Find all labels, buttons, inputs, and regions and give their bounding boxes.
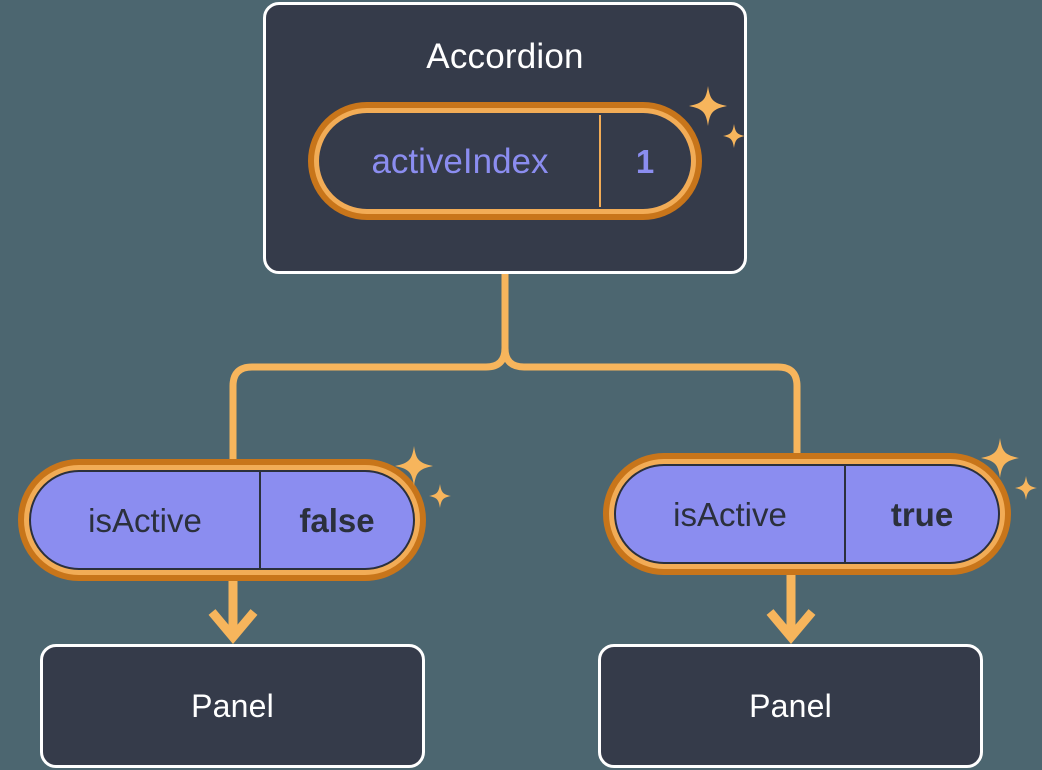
arrow-down-icon-right: [766, 609, 816, 644]
state-pill-is-active-true[interactable]: isActive true: [603, 453, 1011, 575]
component-card-panel-right[interactable]: Panel: [598, 644, 983, 768]
state-pill-inner: isActive false: [29, 470, 415, 570]
state-pill-inner: isActive true: [614, 464, 1000, 564]
component-title-accordion: Accordion: [426, 37, 584, 76]
state-pill-inner: activeIndex 1: [319, 113, 691, 209]
connector-branch-left: [229, 344, 509, 466]
prop-key-label: isActive: [616, 466, 846, 562]
component-card-panel-left[interactable]: Panel: [40, 644, 425, 768]
component-title-panel-left: Panel: [191, 688, 274, 724]
arrow-down-icon-left: [208, 609, 258, 644]
state-pill-is-active-false[interactable]: isActive false: [18, 459, 426, 581]
sparkle-small: [1015, 476, 1037, 500]
state-value-label: 1: [599, 115, 689, 207]
prop-key-label: isActive: [31, 472, 261, 568]
prop-value-label: false: [299, 501, 375, 539]
component-title-panel-right: Panel: [749, 688, 832, 724]
state-pill-active-index[interactable]: activeIndex 1: [308, 102, 702, 220]
prop-value-label: true: [890, 495, 954, 533]
connector-branch-right: [501, 344, 801, 459]
state-key-label: activeIndex: [371, 141, 549, 181]
sparkle-small: [429, 484, 451, 508]
